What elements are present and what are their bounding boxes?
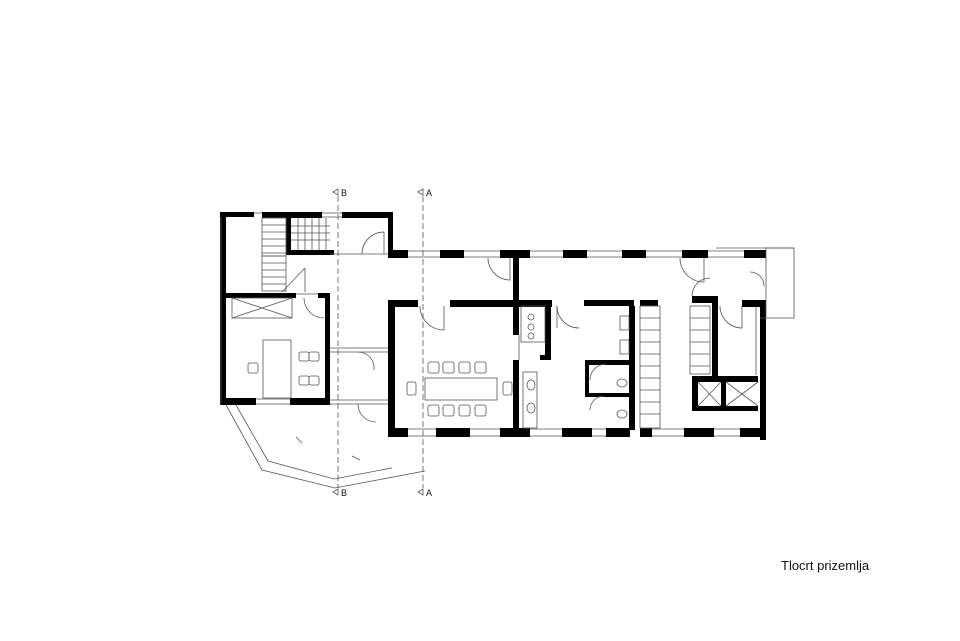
section-label-b-bottom: B bbox=[341, 488, 347, 498]
section-label-a-top: A bbox=[426, 188, 432, 198]
section-label-a-bottom: A bbox=[426, 488, 432, 498]
walls bbox=[220, 212, 766, 440]
thin-lines bbox=[220, 212, 795, 489]
section-label-b-top: B bbox=[341, 188, 347, 198]
section-arrows bbox=[332, 188, 424, 496]
section-lines bbox=[337, 196, 424, 488]
drawing-title: Tlocrt prizemlja bbox=[781, 558, 870, 573]
